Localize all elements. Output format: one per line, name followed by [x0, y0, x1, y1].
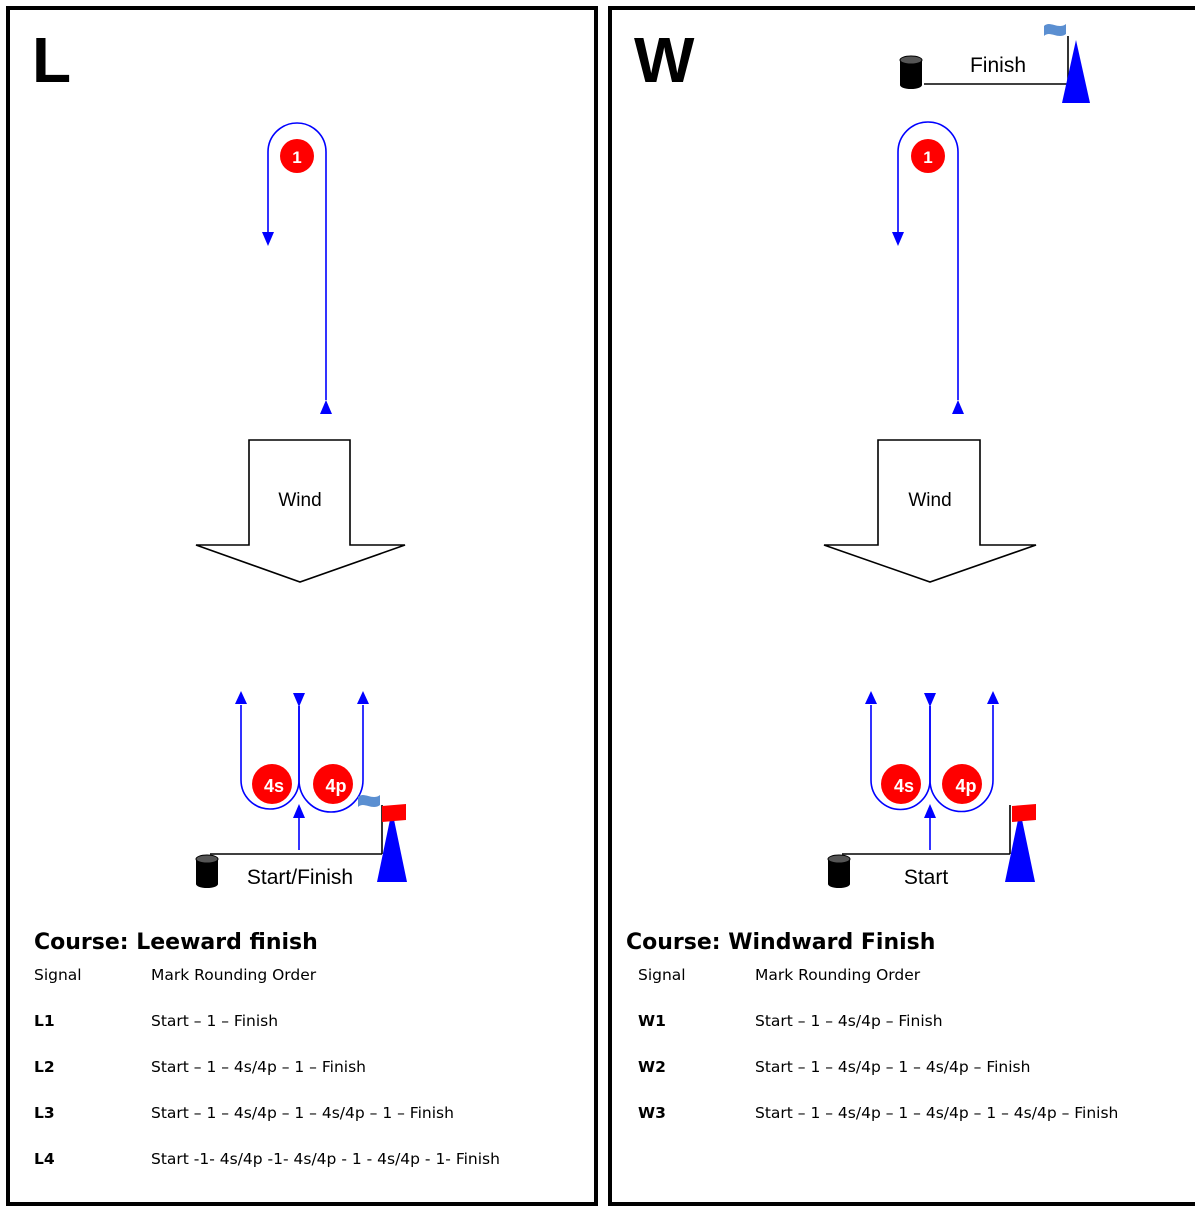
- mark-buoy-icon: 1: [911, 139, 945, 173]
- wind-label: Wind: [908, 490, 951, 511]
- wind-arrow-icon: Wind: [823, 439, 1037, 583]
- route-to-mark-1: [897, 121, 959, 400]
- arrow-up-icon: [235, 691, 247, 704]
- mark-4s-label: 4s: [894, 776, 914, 796]
- blue-flag-icon: [1044, 24, 1066, 36]
- signal-cell: L4: [34, 1150, 55, 1168]
- mark-1-label: 1: [923, 148, 932, 167]
- arrow-up-icon: [293, 804, 305, 818]
- windward-course-diagram: Finish 1 Wind 4s: [823, 24, 1090, 889]
- order-cell: Start – 1 – 4s/4p – 1 – 4s/4p – Finish: [755, 1058, 1031, 1076]
- mark-4s-label: 4s: [264, 776, 284, 796]
- order-cell: Start – 1 – 4s/4p – 1 – 4s/4p – 1 – Fini…: [151, 1104, 454, 1122]
- committee-boat-icon: [1005, 810, 1035, 882]
- arrow-down-icon: [892, 232, 904, 246]
- arrow-down-icon: [924, 693, 936, 707]
- header-signal: Signal: [638, 966, 686, 984]
- pin-buoy-icon: [827, 854, 851, 888]
- wind-label: Wind: [278, 490, 321, 511]
- header-order: Mark Rounding Order: [755, 966, 921, 984]
- signal-cell: L2: [34, 1058, 55, 1076]
- signal-cell: L1: [34, 1012, 55, 1030]
- arrow-up-icon: [357, 691, 369, 704]
- finish-label: Finish: [970, 54, 1026, 77]
- pin-buoy-icon: [899, 55, 923, 89]
- red-flag-icon: [1012, 804, 1036, 822]
- signal-cell: W1: [638, 1012, 666, 1030]
- leeward-course-panel: 1 Wind 4s 4p Start/Fini: [6, 6, 598, 1206]
- course-title: Course: Windward Finish: [626, 930, 936, 955]
- order-cell: Start – 1 – 4s/4p – 1 – 4s/4p – 1 – 4s/4…: [755, 1104, 1119, 1122]
- mark-buoy-icon: 4s: [252, 764, 292, 804]
- arrow-up-icon: [320, 400, 332, 414]
- mark-4p-label: 4p: [955, 776, 976, 796]
- signal-cell: W3: [638, 1104, 666, 1122]
- start-finish-label: Start/Finish: [247, 866, 353, 889]
- arrow-down-icon: [262, 232, 274, 246]
- mark-4p-label: 4p: [325, 776, 346, 796]
- windward-course-panel: Finish 1 Wind 4s: [608, 6, 1195, 1206]
- course-letter: W: [634, 24, 695, 96]
- leeward-course-diagram: 1 Wind 4s 4p Start/Fini: [195, 122, 407, 889]
- mark-buoy-icon: 4s: [881, 764, 921, 804]
- course-title: Course: Leeward finish: [34, 930, 318, 955]
- blue-flag-icon: [358, 795, 380, 807]
- pin-buoy-icon: [195, 854, 219, 888]
- start-label: Start: [904, 866, 949, 889]
- mark-buoy-icon: 4p: [942, 764, 982, 804]
- signal-cell: L3: [34, 1104, 55, 1122]
- order-cell: Start – 1 – 4s/4p – Finish: [755, 1012, 943, 1030]
- mark-1-label: 1: [292, 148, 301, 167]
- order-cell: Start -1- 4s/4p -1- 4s/4p - 1 - 4s/4p - …: [151, 1150, 500, 1168]
- arrow-down-icon: [293, 693, 305, 707]
- mark-buoy-icon: 4p: [313, 764, 353, 804]
- order-cell: Start – 1 – 4s/4p – 1 – Finish: [151, 1058, 366, 1076]
- mark-buoy-icon: 1: [280, 139, 314, 173]
- signal-cell: W2: [638, 1058, 666, 1076]
- committee-boat-icon: [1062, 40, 1090, 103]
- committee-boat-icon: [377, 810, 407, 882]
- wind-arrow-icon: Wind: [195, 439, 406, 583]
- header-order: Mark Rounding Order: [151, 966, 317, 984]
- header-signal: Signal: [34, 966, 82, 984]
- red-flag-icon: [382, 804, 406, 822]
- arrow-up-icon: [987, 691, 999, 704]
- arrow-up-icon: [865, 691, 877, 704]
- course-letter: L: [32, 24, 72, 96]
- order-cell: Start – 1 – Finish: [151, 1012, 279, 1030]
- route-to-mark-1: [267, 122, 327, 400]
- arrow-up-icon: [952, 400, 964, 414]
- arrow-up-icon: [924, 804, 936, 818]
